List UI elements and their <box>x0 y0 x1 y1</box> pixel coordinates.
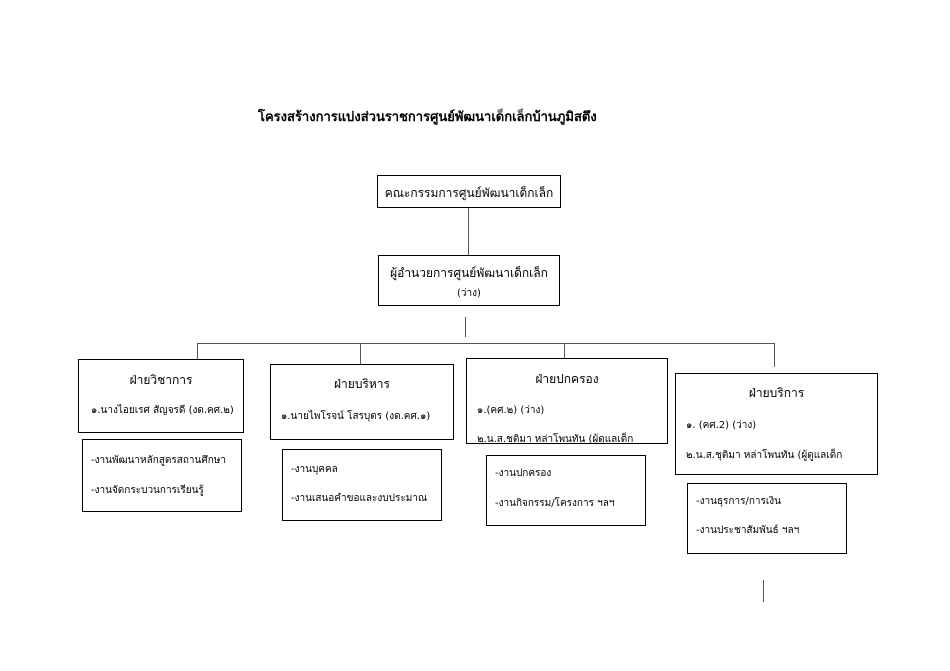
task-item: -งานกิจกรรม/โครงการ ฯลฯ <box>495 498 615 509</box>
task-item: -งานประชาสัมพันธ์ ฯลฯ <box>696 525 800 536</box>
division-service-box: ฝ่ายบริการ ๑. (คศ.2) (ว่าง) ๒.น.ส.ชุติมา… <box>675 373 878 475</box>
division-name: ฝ่ายบริหาร <box>334 377 390 391</box>
division-admin-tasks: -งานบุคคล -งานเสนอคำขอและงบประมาณ <box>282 449 442 521</box>
task-item: -งานจัดกระบวนการเรียนรู้ <box>91 485 204 496</box>
staff-item: ๑.นางไอยเรศ สัญจรดี (งด.คศ.๒) <box>91 405 234 416</box>
division-admin-box: ฝ่ายบริหาร ๑.นายไพโรจน์ โสรบุตร (งด.คศ.๑… <box>270 364 454 440</box>
task-item: -งานธุรการ/การเงิน <box>696 496 782 507</box>
connector-director-bus <box>465 317 466 337</box>
connector-drop-academic <box>197 343 198 360</box>
connector-bus <box>197 343 774 344</box>
task-item: -งานเสนอคำขอและงบประมาณ <box>291 493 428 504</box>
connector-drop-governance <box>564 343 565 358</box>
connector-tail <box>763 580 764 602</box>
committee-label: คณะกรรมการศูนย์พัฒนาเด็กเล็ก <box>384 186 554 200</box>
division-name: ฝ่ายบริการ <box>748 386 805 400</box>
director-status: (ว่าง) <box>457 288 481 299</box>
division-governance-tasks: -งานปกครอง -งานกิจกรรม/โครงการ ฯลฯ <box>486 455 646 526</box>
staff-item: ๑. (คศ.2) (ว่าง) <box>686 420 757 431</box>
task-item: -งานบุคคล <box>291 464 338 475</box>
staff-item: ๑.นายไพโรจน์ โสรบุตร (งด.คศ.๑) <box>281 411 431 422</box>
staff-item: ๑.(คศ.๒) (ว่าง) <box>477 405 545 416</box>
division-service-tasks: -งานธุรการ/การเงิน -งานประชาสัมพันธ์ ฯลฯ <box>687 483 847 554</box>
connector-committee-director <box>468 207 469 256</box>
division-academic-tasks: -งานพัฒนาหลักสูตรสถานศึกษา -งานจัดกระบวน… <box>82 439 242 512</box>
task-item: -งานปกครอง <box>495 468 552 479</box>
chart-title: โครงสร้างการแบ่งส่วนราชการศูนย์พัฒนาเด็ก… <box>258 110 597 125</box>
connector-drop-service <box>774 343 775 367</box>
staff-item: ๒.น.ส.ชุติมา หล่าโพนทัน (ผู้ดูแลเด็ก <box>686 450 843 461</box>
director-title: ผู้อำนวยการศูนย์พัฒนาเด็กเล็ก <box>390 266 548 280</box>
division-name: ฝ่ายปกครอง <box>535 372 599 386</box>
staff-item: ๒.น.ส.ชติมา หล่าโพนทัน (ผู้ดูแลเด็ก <box>477 434 634 444</box>
task-item: -งานพัฒนาหลักสูตรสถานศึกษา <box>91 455 226 466</box>
division-governance-box: ฝ่ายปกครอง ๑.(คศ.๒) (ว่าง) ๒.น.ส.ชติมา ห… <box>466 358 668 444</box>
director-box: ผู้อำนวยการศูนย์พัฒนาเด็กเล็ก (ว่าง) <box>378 255 560 306</box>
division-academic-box: ฝ่ายวิชาการ ๑.นางไอยเรศ สัญจรดี (งด.คศ.๒… <box>78 359 244 433</box>
division-name: ฝ่ายวิชาการ <box>129 373 193 387</box>
connector-drop-admin <box>360 343 361 365</box>
committee-box: คณะกรรมการศูนย์พัฒนาเด็กเล็ก <box>377 175 561 208</box>
